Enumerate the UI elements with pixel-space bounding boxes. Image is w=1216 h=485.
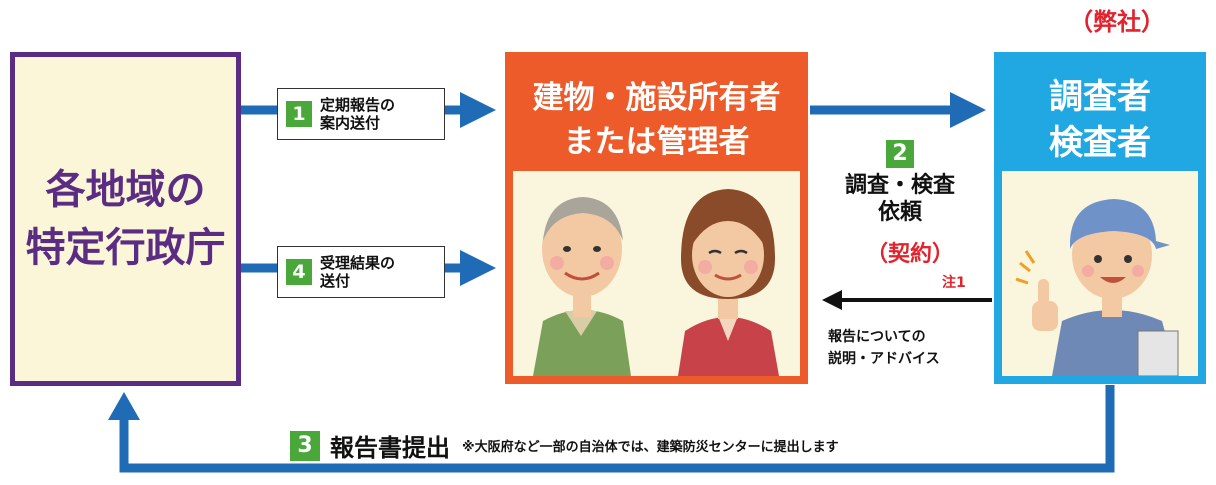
company-label: （弊社） <box>1069 8 1165 36</box>
worker-thumbs-up-illustration <box>1015 199 1179 376</box>
arrow-step3 <box>119 385 1115 473</box>
owner-title: 建物・施設所有者 または管理者 <box>505 76 808 164</box>
owner-box: 建物・施設所有者 または管理者 <box>505 52 808 384</box>
inspector-title: 調査者 検査者 <box>994 74 1206 166</box>
step2-contract: （契約） <box>865 242 954 267</box>
elderly-man-illustration <box>533 197 631 376</box>
inspector-line2: 検査者 <box>1049 123 1151 163</box>
step3-block: 3 報告書提出 ※大阪府など一部の自治体では、建築防災センターに提出します <box>290 428 839 463</box>
authority-line1: 各地域の <box>45 167 206 213</box>
step2-text: 調査・検査 依頼 <box>820 172 980 226</box>
explanation-line1: 報告についての <box>828 329 926 345</box>
step4-text: 受理結果の 送付 <box>320 254 395 290</box>
arrow-step3-head <box>108 392 140 420</box>
inspector-box: 調査者 検査者 <box>994 52 1206 384</box>
step3-label: 報告書提出 <box>330 434 450 462</box>
step1-label: 1 定期報告の 案内送付 <box>277 88 445 140</box>
step4-line2: 送付 <box>320 272 351 290</box>
owner-line2: または管理者 <box>563 124 750 160</box>
step3-note: ※大阪府など一部の自治体では、建築防災センターに提出します <box>462 440 839 455</box>
step4-number: 4 <box>286 259 312 285</box>
step4-line1: 受理結果の <box>320 254 396 272</box>
explanation-text: 報告についての 説明・アドバイス <box>828 326 940 370</box>
step1-text: 定期報告の 案内送付 <box>320 96 395 132</box>
authority-line2: 特定行政庁 <box>25 225 226 271</box>
step2-line1: 調査・検査 <box>844 173 955 198</box>
owners-illustration <box>513 171 800 376</box>
step1-number: 1 <box>286 101 312 127</box>
inspector-illustration <box>1002 171 1198 376</box>
authority-title: 各地域の 特定行政庁 <box>26 161 226 277</box>
step2-line2: 依頼 <box>877 200 922 225</box>
arrow-explanation-head <box>822 290 842 310</box>
step2-block: 2 調査・検査 依頼 <box>820 140 980 226</box>
step3-number: 3 <box>290 430 320 461</box>
step1-line1: 定期報告の <box>320 96 396 114</box>
step1-line2: 案内送付 <box>320 114 381 132</box>
inspector-line1: 調査者 <box>1049 77 1151 117</box>
step2-note: 注1 <box>942 275 966 291</box>
step2-number: 2 <box>886 140 914 168</box>
authority-box: 各地域の 特定行政庁 <box>10 52 241 386</box>
elderly-woman-illustration <box>678 189 779 376</box>
step4-label: 4 受理結果の 送付 <box>277 246 445 298</box>
owner-line1: 建物・施設所有者 <box>532 80 781 116</box>
explanation-line2: 説明・アドバイス <box>828 351 940 367</box>
